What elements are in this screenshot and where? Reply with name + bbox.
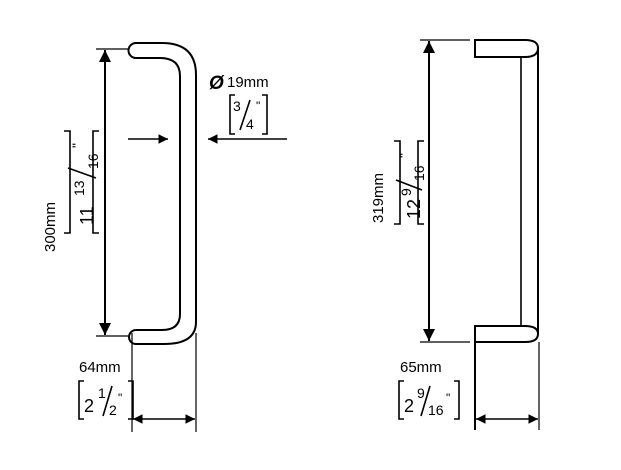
right-height-num: 9 [398,188,414,196]
right-height-den: 16 [411,165,427,181]
left-height-dimension [96,48,128,337]
left-height-den: 16 [85,153,101,169]
left-height-num: 13 [71,180,87,196]
right-pull-handle [474,39,540,430]
left-pull-top-end [127,42,137,59]
diameter-label: Ø 19mm 3 4 " [209,73,269,135]
right-height-dimension [420,39,470,343]
right-height-label: 319mm 12 9 16 " [370,140,427,225]
left-projection-whole: 2 [84,396,94,416]
left-projection-den: 2 [109,402,117,418]
right-projection-num: 9 [417,385,425,401]
left-pull-bottom-end [128,329,137,345]
left-projection-inch: " [118,391,122,405]
diameter-symbol: Ø [209,73,225,94]
left-pull-outline-outer [136,42,197,345]
left-projection-dimension [131,333,197,432]
left-height-label: 300mm 11 13 16 " [42,130,101,252]
diameter-metric: 19mm [227,74,269,91]
left-pull-outline-inner [136,57,181,331]
right-projection-label: 65mm 2 9 16 " [398,359,460,420]
right-projection-dimension [476,342,540,430]
diameter-inch: " [256,99,260,113]
right-projection-inch: " [446,391,450,405]
left-height-inch: " [69,143,85,148]
right-projection-den: 16 [428,402,444,418]
left-projection-metric: 64mm [79,359,121,376]
diameter-num: 3 [233,98,241,114]
left-projection-num: 1 [98,385,106,401]
left-height-whole: 11 [77,206,97,225]
right-projection-metric: 65mm [400,359,442,376]
right-pull-bottom-post [474,325,540,343]
left-height-metric: 300mm [42,202,59,252]
left-pull-handle [127,42,197,345]
right-height-inch: " [396,153,412,158]
right-height-whole: 12 [404,199,424,219]
diameter-den: 4 [246,116,254,132]
right-pull-top-post [474,39,540,58]
right-height-metric: 319mm [370,173,387,223]
right-projection-whole: 2 [404,396,414,416]
left-projection-label: 64mm 2 1 2 " [78,359,134,420]
